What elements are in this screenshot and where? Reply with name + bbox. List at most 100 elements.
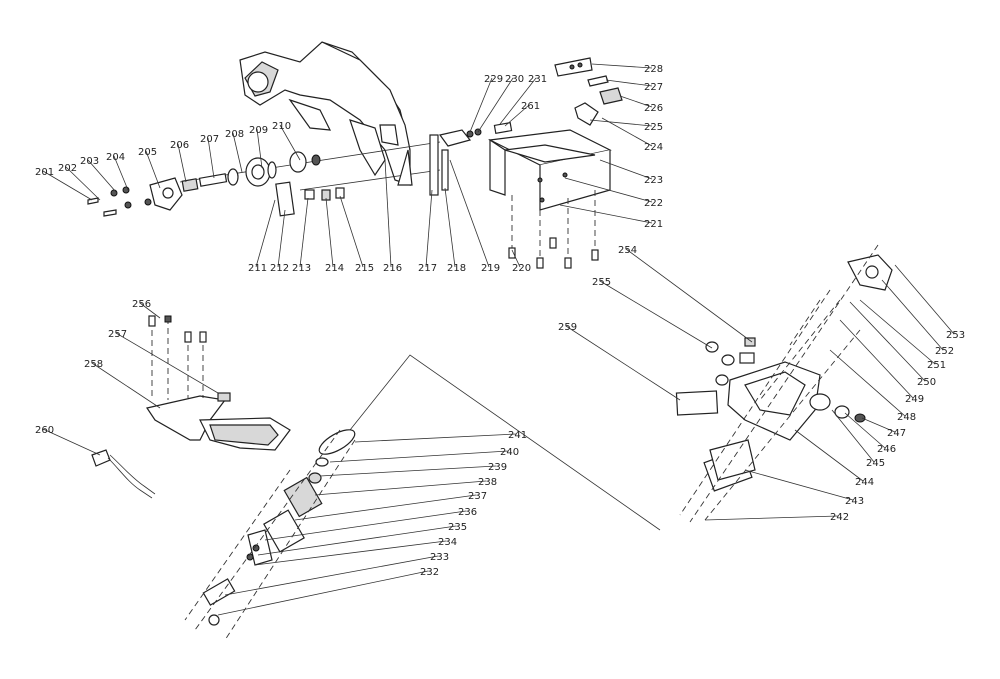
leader-259 (565, 325, 681, 401)
leader-231 (499, 77, 537, 125)
part-label-242: 242 (830, 512, 849, 523)
leader-203 (87, 159, 117, 193)
leader-201 (42, 170, 93, 201)
part-label-205: 205 (138, 147, 157, 158)
part-label-220: 220 (512, 263, 531, 274)
leader-209 (256, 128, 263, 169)
part-label-221: 221 (644, 219, 663, 230)
leader-248 (829, 349, 906, 417)
leader-245 (831, 409, 875, 463)
motor-housing-assembly (675, 254, 893, 492)
part-label-260: 260 (35, 425, 54, 436)
leader-247 (861, 417, 896, 433)
handle-parts (554, 57, 623, 126)
armature-assembly (184, 429, 356, 641)
leader-225 (589, 119, 653, 127)
leader-222 (564, 177, 653, 203)
leader-240 (329, 450, 509, 463)
leader-229 (469, 77, 493, 133)
leader-246 (844, 412, 886, 449)
leader-257 (115, 332, 219, 394)
leader-253 (894, 264, 955, 335)
leader-lines (42, 63, 955, 616)
leader-243 (744, 469, 854, 501)
part-label-219: 219 (481, 263, 500, 274)
riving-bracket (397, 121, 513, 196)
part-label-204: 204 (106, 152, 125, 163)
part-label-259: 259 (558, 322, 577, 333)
leader-216 (384, 159, 392, 268)
part-label-226: 226 (644, 103, 663, 114)
leader-212 (277, 209, 286, 268)
part-label-230: 230 (505, 74, 524, 85)
part-label-245: 245 (866, 458, 885, 469)
leader-234 (254, 540, 447, 566)
leader-207 (207, 137, 215, 179)
part-label-229: 229 (484, 74, 503, 85)
part-label-261: 261 (521, 101, 540, 112)
part-label-253: 253 (946, 330, 965, 341)
leader-220 (511, 249, 521, 268)
part-label-240: 240 (500, 447, 519, 458)
part-label-231: 231 (528, 74, 547, 85)
leader-224 (601, 117, 653, 147)
leader-210 (279, 124, 301, 161)
leader-217 (425, 189, 433, 268)
part-label-255: 255 (592, 277, 611, 288)
leader-239 (319, 465, 497, 477)
leader-226 (619, 95, 653, 108)
part-label-244: 244 (855, 477, 874, 488)
leader-238 (314, 480, 487, 496)
part-label-238: 238 (478, 477, 497, 488)
leader-233 (224, 555, 439, 596)
leader-232 (217, 570, 429, 616)
part-label-216: 216 (383, 263, 402, 274)
part-label-209: 209 (249, 125, 268, 136)
part-label-249: 249 (905, 394, 924, 405)
part-label-203: 203 (80, 156, 99, 167)
part-label-257: 257 (108, 329, 127, 340)
leader-218 (444, 187, 456, 268)
leader-219 (449, 159, 490, 268)
shaft-hardware (87, 151, 345, 217)
part-label-224: 224 (644, 142, 663, 153)
part-label-247: 247 (887, 428, 906, 439)
part-label-223: 223 (644, 175, 663, 186)
part-label-233: 233 (430, 552, 449, 563)
leader-260 (42, 428, 101, 456)
base-screws (508, 190, 599, 269)
leader-237 (294, 494, 477, 521)
part-label-241: 241 (508, 430, 527, 441)
leader-205 (145, 150, 161, 189)
leader-249 (839, 319, 914, 399)
leader-256 (139, 302, 161, 319)
part-label-235: 235 (448, 522, 467, 533)
part-label-207: 207 (200, 134, 219, 145)
leader-208 (232, 132, 243, 173)
leader-242 (704, 515, 839, 521)
power-cord (91, 449, 156, 499)
part-label-252: 252 (935, 346, 954, 357)
part-label-212: 212 (270, 263, 289, 274)
part-label-258: 258 (84, 359, 103, 370)
part-label-225: 225 (644, 122, 663, 133)
connection-line (349, 354, 661, 531)
part-label-239: 239 (488, 462, 507, 473)
leader-244 (794, 429, 864, 482)
leader-251 (859, 299, 936, 365)
part-label-227: 227 (644, 82, 663, 93)
leader-215 (339, 195, 364, 268)
leader-235 (257, 525, 457, 556)
part-label-222: 222 (644, 198, 663, 209)
part-label-208: 208 (225, 129, 244, 140)
part-label-246: 246 (877, 444, 896, 455)
part-label-236: 236 (458, 507, 477, 518)
part-label-211: 211 (248, 263, 267, 274)
part-label-202: 202 (58, 163, 77, 174)
part-label-248: 248 (897, 412, 916, 423)
part-label-243: 243 (845, 496, 864, 507)
leader-236 (264, 510, 467, 541)
